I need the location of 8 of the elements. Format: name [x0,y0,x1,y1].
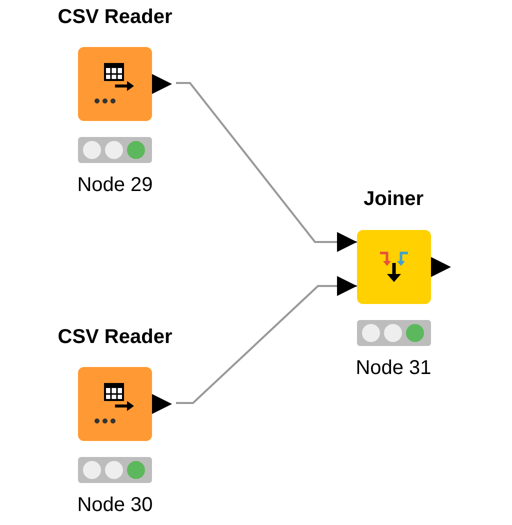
node-title: CSV Reader [58,5,172,29]
connection-line [176,276,357,404]
node-title: CSV Reader [58,325,172,349]
node-title: Joiner [363,187,424,211]
node-label: Node 31 [356,356,432,380]
node-label: Node 29 [77,173,153,197]
connection-line [176,82,357,252]
node-label: Node 30 [77,493,153,517]
